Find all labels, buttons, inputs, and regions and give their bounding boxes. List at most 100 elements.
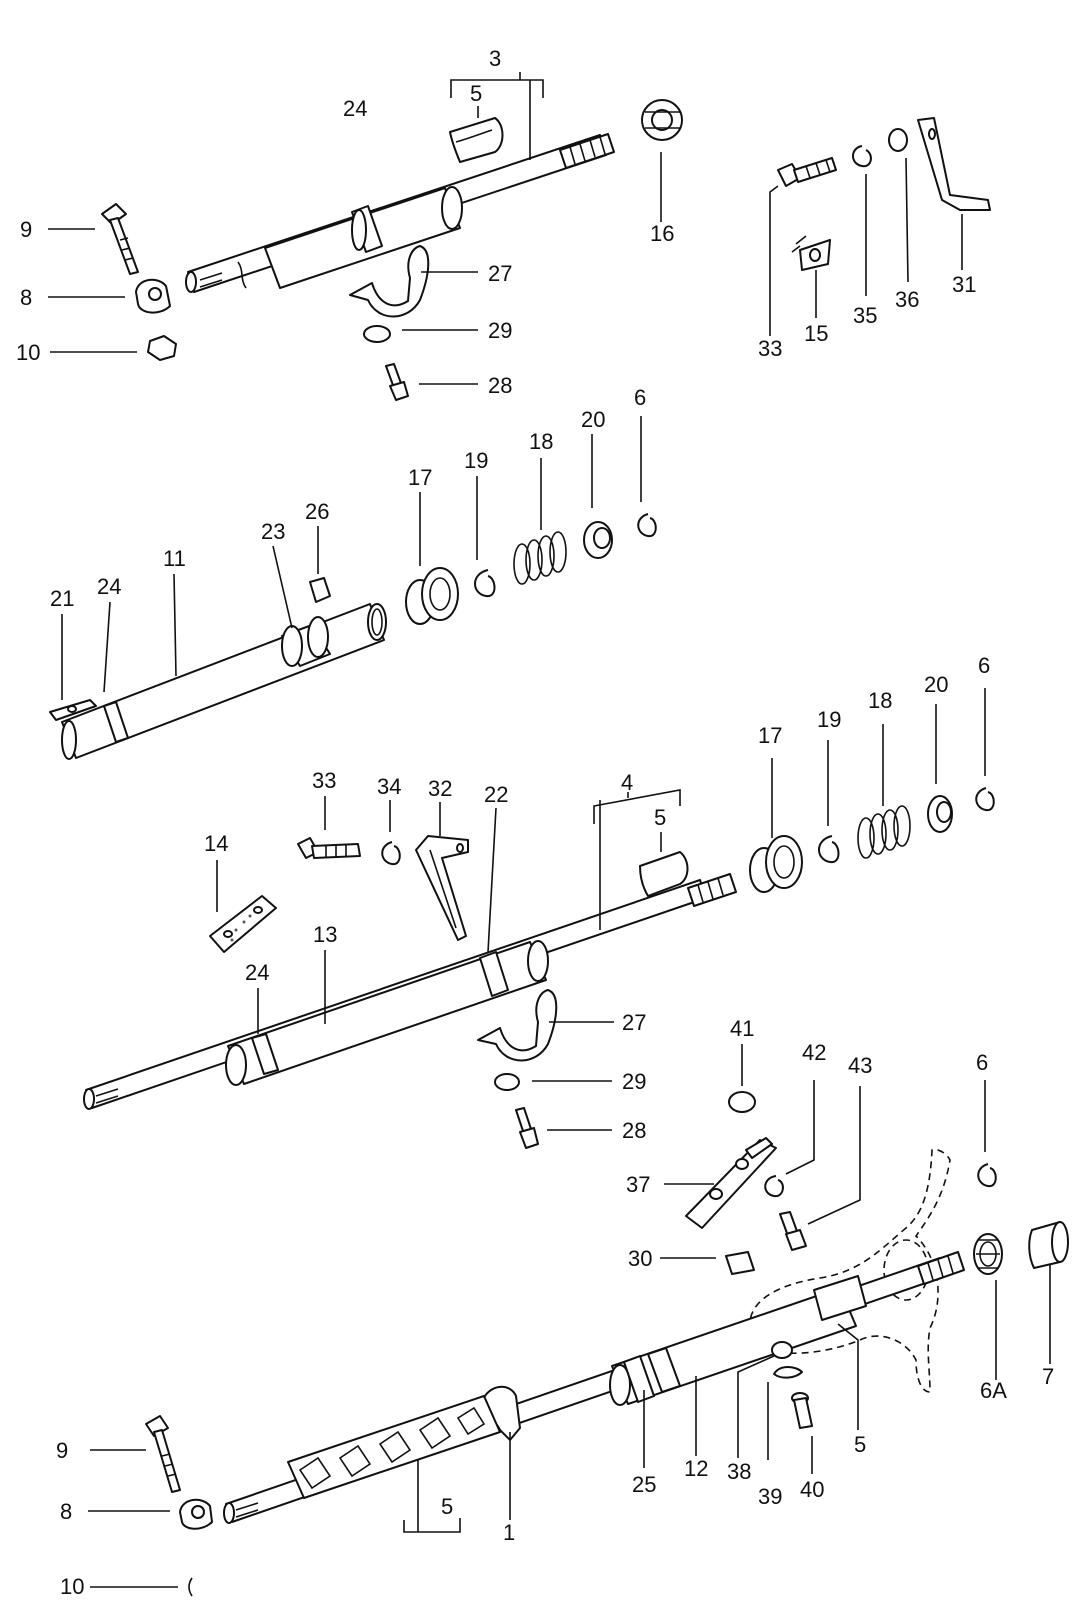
contact-ring-17a — [405, 567, 459, 625]
callout-17: 17 — [758, 723, 782, 748]
assembly-top — [48, 72, 991, 401]
circlip-6a — [637, 513, 657, 538]
switch-plate-14 — [209, 895, 277, 953]
screw-43 — [779, 1211, 807, 1251]
callout-21: 21 — [50, 586, 74, 611]
callout-31: 31 — [952, 272, 976, 297]
mounting-clip-27-top — [349, 245, 430, 318]
bolt-33-mid — [297, 837, 361, 859]
column-shaft-13 — [83, 873, 737, 1110]
callout-23: 23 — [261, 519, 285, 544]
callout-18: 18 — [868, 688, 892, 713]
steering-shaft-top — [185, 133, 615, 293]
contact-ring-17b — [749, 835, 803, 893]
callout-14: 14 — [204, 831, 228, 856]
circlip-6b — [975, 787, 995, 812]
callout-38: 38 — [727, 1459, 751, 1484]
screw-40 — [791, 1392, 813, 1429]
bushing-half-shell-top — [449, 117, 504, 163]
ring-20a — [583, 521, 613, 559]
circlip-19b — [818, 835, 840, 864]
callout-28: 28 — [622, 1118, 646, 1143]
callout-37: 37 — [626, 1172, 650, 1197]
callout-28: 28 — [488, 373, 512, 398]
washer-29-top — [363, 325, 391, 343]
switch-21 — [49, 699, 97, 721]
callout-41: 41 — [730, 1016, 754, 1041]
callout-6: 6 — [978, 653, 990, 678]
clamp-8-bottom — [179, 1498, 213, 1530]
assembly-second — [49, 416, 657, 760]
sleeve-7 — [1028, 1221, 1069, 1269]
callout-34: 34 — [377, 774, 401, 799]
callout-7: 7 — [1042, 1364, 1054, 1389]
assembly-third — [83, 688, 995, 1149]
callout-6A: 6A — [980, 1378, 1007, 1403]
callout-10: 10 — [60, 1574, 84, 1599]
washer-38 — [771, 1341, 793, 1359]
callout-29: 29 — [622, 1069, 646, 1094]
callout-5: 5 — [654, 805, 666, 830]
callout-3: 3 — [489, 46, 501, 71]
callout-19: 19 — [817, 707, 841, 732]
lock-washer-42 — [764, 1175, 784, 1198]
callout-19: 19 — [464, 448, 488, 473]
callout-10: 10 — [16, 340, 40, 365]
callout-27: 27 — [622, 1010, 646, 1035]
callout-17: 17 — [408, 465, 432, 490]
callout-27: 27 — [488, 261, 512, 286]
callout-32: 32 — [428, 776, 452, 801]
flexible-coupling-5 — [287, 1395, 501, 1499]
callout-9: 9 — [56, 1438, 68, 1463]
callout-18: 18 — [529, 429, 553, 454]
callout-29: 29 — [488, 318, 512, 343]
mounting-clip-27-mid — [477, 989, 558, 1062]
lock-washer-35 — [852, 145, 872, 168]
bushing-6A — [973, 1233, 1003, 1275]
callout-1: 1 — [503, 1520, 515, 1545]
assembly-bottom — [88, 1044, 1069, 1597]
callout-8: 8 — [20, 285, 32, 310]
lock-housing-outline — [749, 1148, 951, 1393]
callout-5: 5 — [854, 1432, 866, 1457]
callout-16: 16 — [650, 221, 674, 246]
bracket-31 — [917, 117, 991, 211]
callout-35: 35 — [853, 303, 877, 328]
callout-9: 9 — [20, 217, 32, 242]
bracket-32 — [415, 835, 469, 941]
callout-24: 24 — [97, 574, 121, 599]
callout-6: 6 — [976, 1050, 988, 1075]
callout-5: 5 — [470, 81, 482, 106]
nut-10-top — [147, 335, 177, 361]
bolt-33-top — [777, 157, 837, 187]
clamp-8-top — [135, 278, 171, 314]
circlip-6c — [977, 1163, 997, 1188]
bolt-9-bottom — [145, 1415, 181, 1493]
callout-15: 15 — [804, 321, 828, 346]
callout-22: 22 — [484, 782, 508, 807]
nut-10-bottom — [188, 1577, 193, 1597]
callout-6: 6 — [634, 385, 646, 410]
washer-29-mid — [494, 1073, 520, 1091]
callout-33: 33 — [312, 768, 336, 793]
callout-4: 4 — [621, 770, 633, 795]
callout-labels: 3 5 24 16 9 8 10 27 29 28 33 15 35 36 31… — [16, 46, 1054, 1599]
callout-42: 42 — [802, 1040, 826, 1065]
spring-clip-39 — [773, 1366, 803, 1379]
callout-24: 24 — [343, 96, 367, 121]
spring-18b — [857, 805, 911, 859]
screw-28-mid — [515, 1107, 539, 1149]
washer-36 — [888, 128, 908, 152]
nut-16 — [641, 99, 683, 141]
callout-40: 40 — [800, 1477, 824, 1502]
callout-11: 11 — [163, 546, 186, 571]
callout-12: 12 — [684, 1456, 708, 1481]
plug-26 — [309, 577, 331, 603]
bushing-half-shell-mid — [639, 851, 689, 897]
lock-washer-34 — [381, 841, 401, 866]
callout-43: 43 — [848, 1053, 872, 1078]
callout-25: 25 — [632, 1472, 656, 1497]
spacer-30 — [725, 1251, 755, 1275]
column-tube-11 — [61, 603, 387, 760]
